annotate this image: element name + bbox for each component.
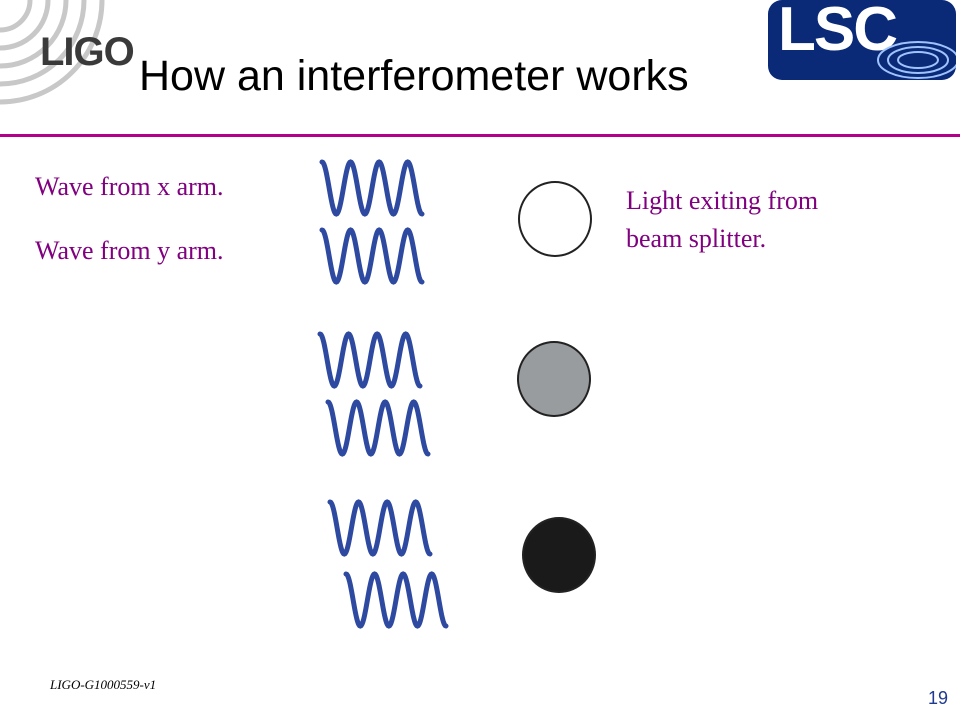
wave-x-row3 — [327, 499, 433, 557]
lsc-logo-swirl — [877, 41, 956, 79]
header-divider — [0, 134, 960, 137]
light-exit-label-line2: beam splitter. — [626, 224, 767, 253]
wave-path — [325, 399, 431, 457]
page-title: How an interferometer works — [139, 52, 689, 100]
output-bright-dot — [518, 181, 592, 257]
wave-path — [327, 499, 433, 557]
document-id: LIGO-G1000559-v1 — [50, 677, 157, 692]
wave-x-row1 — [319, 159, 425, 217]
wave-path — [319, 159, 425, 217]
wave-x-row2 — [317, 331, 423, 389]
wave-x-label: Wave from x arm. — [35, 172, 224, 201]
light-exit-label-line1: Light exiting from — [626, 186, 819, 215]
wave-path — [319, 227, 425, 285]
output-dark-dot — [522, 517, 596, 593]
lsc-logo: LSC — [768, 0, 956, 80]
page-number: 19 — [928, 688, 949, 708]
output-gray-dot — [517, 341, 591, 417]
wave-path — [343, 571, 449, 629]
wave-y-row1 — [319, 227, 425, 285]
wave-y-row3 — [343, 571, 449, 629]
lsc-logo-text: LSC — [778, 0, 898, 64]
wave-y-row2 — [325, 399, 431, 457]
wave-y-label: Wave from y arm. — [35, 236, 224, 265]
ligo-logo: LIGO — [40, 30, 135, 74]
wave-path — [317, 331, 423, 389]
